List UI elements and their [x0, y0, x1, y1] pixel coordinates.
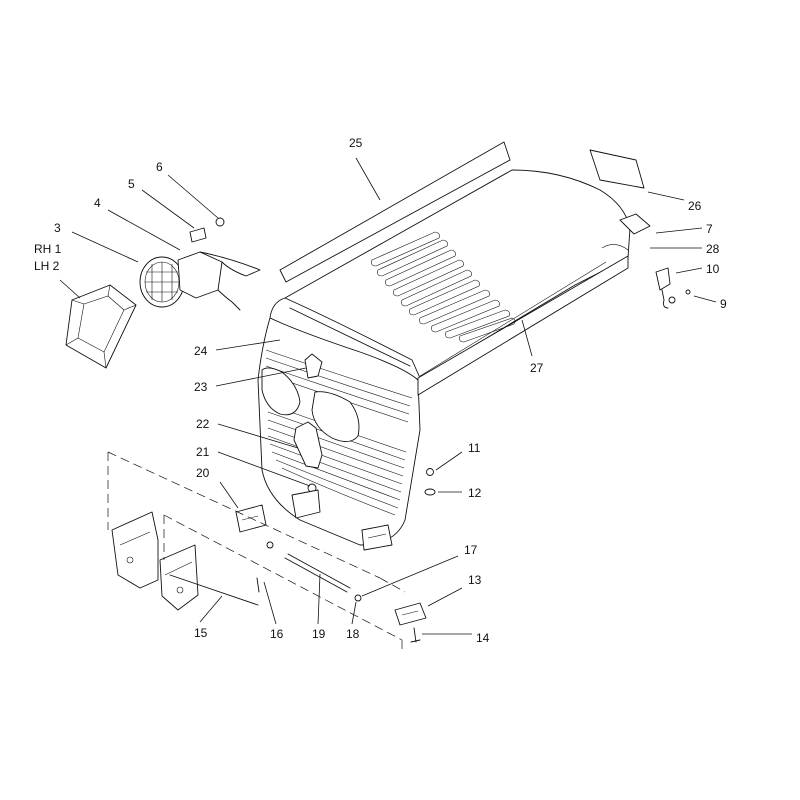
grille — [261, 349, 413, 551]
label-13: 13 — [468, 573, 482, 587]
side-decal-27 — [417, 255, 629, 396]
washer-18-left — [266, 541, 274, 549]
washer-12 — [424, 488, 436, 496]
label-23: 23 — [194, 380, 208, 394]
label-11: 11 — [468, 441, 481, 455]
label-rh: RH 1 — [34, 242, 62, 256]
side-decal-28 — [419, 244, 629, 377]
label-21: 21 — [196, 445, 210, 459]
bolt-14 — [410, 627, 421, 643]
label-10: 10 — [706, 262, 720, 276]
label-22: 22 — [196, 417, 210, 431]
label-5: 5 — [128, 177, 135, 191]
label-18: 18 — [346, 627, 360, 641]
label-15: 15 — [194, 626, 208, 640]
screw-9 — [685, 289, 691, 295]
washer-18 — [354, 594, 362, 602]
pin-16 — [256, 577, 260, 593]
label-9: 9 — [720, 297, 727, 311]
bracket-13 — [394, 602, 427, 626]
lamp-housing-4 — [177, 251, 261, 311]
label-25: 25 — [349, 136, 363, 150]
label-27: 27 — [530, 361, 544, 375]
label-lh: LH 2 — [34, 259, 60, 273]
label-19: 19 — [312, 627, 326, 641]
mount-bracket-15 — [111, 511, 199, 611]
headlight-lamp-3 — [139, 256, 185, 308]
bracket-5 — [189, 227, 207, 243]
pivot-rod-19 — [284, 553, 351, 593]
assembly-lines — [107, 451, 406, 652]
rod-15 — [169, 574, 259, 606]
label-24: 24 — [194, 344, 208, 358]
bumper-7 — [619, 213, 651, 235]
latch-10 — [655, 267, 676, 309]
label-16: 16 — [270, 627, 284, 641]
hood-assembly — [257, 169, 631, 551]
leader-lines — [59, 157, 717, 635]
label-12: 12 — [468, 486, 482, 500]
latch-handle-23 — [304, 353, 323, 379]
label-6: 6 — [156, 160, 163, 174]
latch-plate-22 — [293, 421, 323, 469]
label-14: 14 — [476, 631, 490, 645]
label-28: 28 — [706, 242, 720, 256]
decal-26 — [589, 149, 645, 189]
label-3: 3 — [54, 221, 61, 235]
headlight-bezel-rh-lh — [65, 284, 137, 369]
top-decal-25 — [279, 141, 511, 283]
label-20: 20 — [196, 466, 210, 480]
label-17: 17 — [464, 543, 478, 557]
hood-vents — [371, 231, 516, 343]
label-4: 4 — [94, 196, 101, 210]
label-26: 26 — [688, 199, 702, 213]
washer-11 — [426, 468, 434, 476]
label-7: 7 — [706, 222, 713, 236]
part-labels: RH 1 LH 2 3 4 5 6 25 26 7 28 10 9 27 24 … — [34, 136, 727, 645]
headlight-opening-left — [261, 367, 301, 416]
headlight-opening-right — [311, 391, 360, 442]
nut-6 — [215, 217, 225, 227]
